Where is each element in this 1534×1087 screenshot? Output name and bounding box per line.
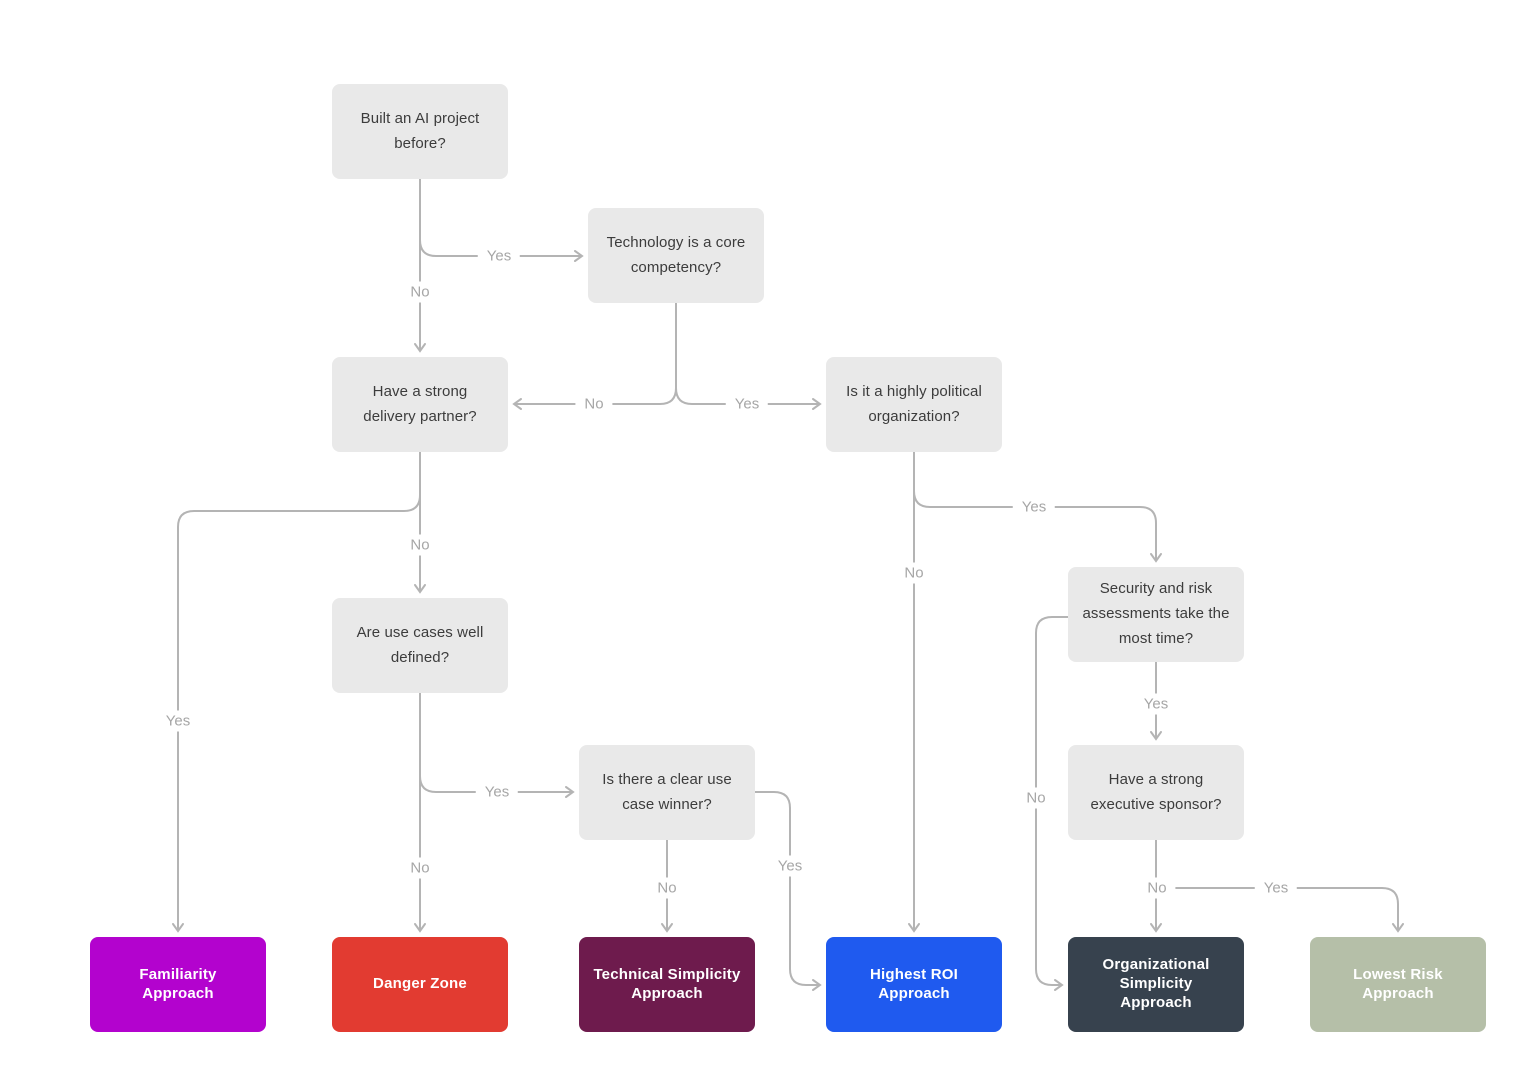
edge-label-partner-no: No	[401, 534, 439, 556]
edge-label-sponsor-no: No	[1138, 877, 1176, 899]
outcome-label: Lowest Risk Approach	[1353, 965, 1443, 1002]
question-clear-use-case-winner: Is there a clear use case winner?	[579, 745, 755, 840]
edge-label-tech-yes: Yes	[725, 393, 769, 415]
edge-tech-yes	[675, 302, 822, 410]
question-label: Have a strong delivery partner?	[363, 382, 477, 425]
edge-tech-no	[512, 302, 677, 410]
question-label: Security and risk assessments take the m…	[1082, 580, 1230, 647]
outcome-danger-zone: Danger Zone	[332, 937, 508, 1032]
question-strong-delivery-partner: Have a strong delivery partner?	[332, 357, 508, 452]
question-security-risk-assessments: Security and risk assessments take the m…	[1068, 567, 1244, 662]
question-label: Built an AI project before?	[360, 109, 480, 152]
edge-label-built-yes: Yes	[477, 245, 521, 267]
question-technology-core-competency: Technology is a core competency?	[588, 208, 764, 303]
outcome-familiarity-approach: Familiarity Approach	[90, 937, 266, 1032]
question-label: Technology is a core competency?	[606, 233, 746, 276]
question-built-ai-project: Built an AI project before?	[332, 84, 508, 179]
question-label: Is there a clear use case winner?	[602, 770, 732, 813]
question-highly-political-organization: Is it a highly political organization?	[826, 357, 1002, 452]
edge-winner-yes	[755, 791, 822, 991]
question-label: Have a strong executive sponsor?	[1090, 770, 1222, 813]
edge-label-political-yes: Yes	[1012, 496, 1056, 518]
question-use-cases-well-defined: Are use cases well defined?	[332, 598, 508, 693]
outcome-highest-roi-approach: Highest ROI Approach	[826, 937, 1002, 1032]
outcome-organizational-simplicity-approach: Organizational Simplicity Approach	[1068, 937, 1244, 1032]
outcome-label: Technical Simplicity Approach	[593, 965, 741, 1002]
edge-built-yes	[419, 179, 584, 262]
edge-label-tech-no: No	[575, 393, 613, 415]
outcome-technical-simplicity-approach: Technical Simplicity Approach	[579, 937, 755, 1032]
edge-label-sponsor-yes: Yes	[1254, 877, 1298, 899]
edge-label-political-no: No	[895, 562, 933, 584]
outcome-label: Highest ROI Approach	[869, 965, 959, 1002]
outcome-label: Danger Zone	[373, 975, 467, 993]
edge-label-security-no: No	[1017, 787, 1055, 809]
outcome-label: Familiarity Approach	[139, 965, 217, 1002]
outcome-label: Organizational Simplicity Approach	[1102, 956, 1210, 1011]
edge-usecases-yes	[419, 693, 575, 798]
question-label: Is it a highly political organization?	[846, 382, 982, 425]
edge-label-built-no: No	[401, 281, 439, 303]
edge-label-winner-yes: Yes	[768, 855, 812, 877]
question-label: Are use cases well defined?	[356, 623, 484, 666]
question-strong-executive-sponsor: Have a strong executive sponsor?	[1068, 745, 1244, 840]
edge-label-security-yes: Yes	[1134, 693, 1178, 715]
edge-label-usecases-no: No	[401, 857, 439, 879]
edge-label-usecases-yes: Yes	[475, 781, 519, 803]
edge-label-winner-no: No	[648, 877, 686, 899]
edge-label-partner-yes: Yes	[156, 710, 200, 732]
outcome-lowest-risk-approach: Lowest Risk Approach	[1310, 937, 1486, 1032]
